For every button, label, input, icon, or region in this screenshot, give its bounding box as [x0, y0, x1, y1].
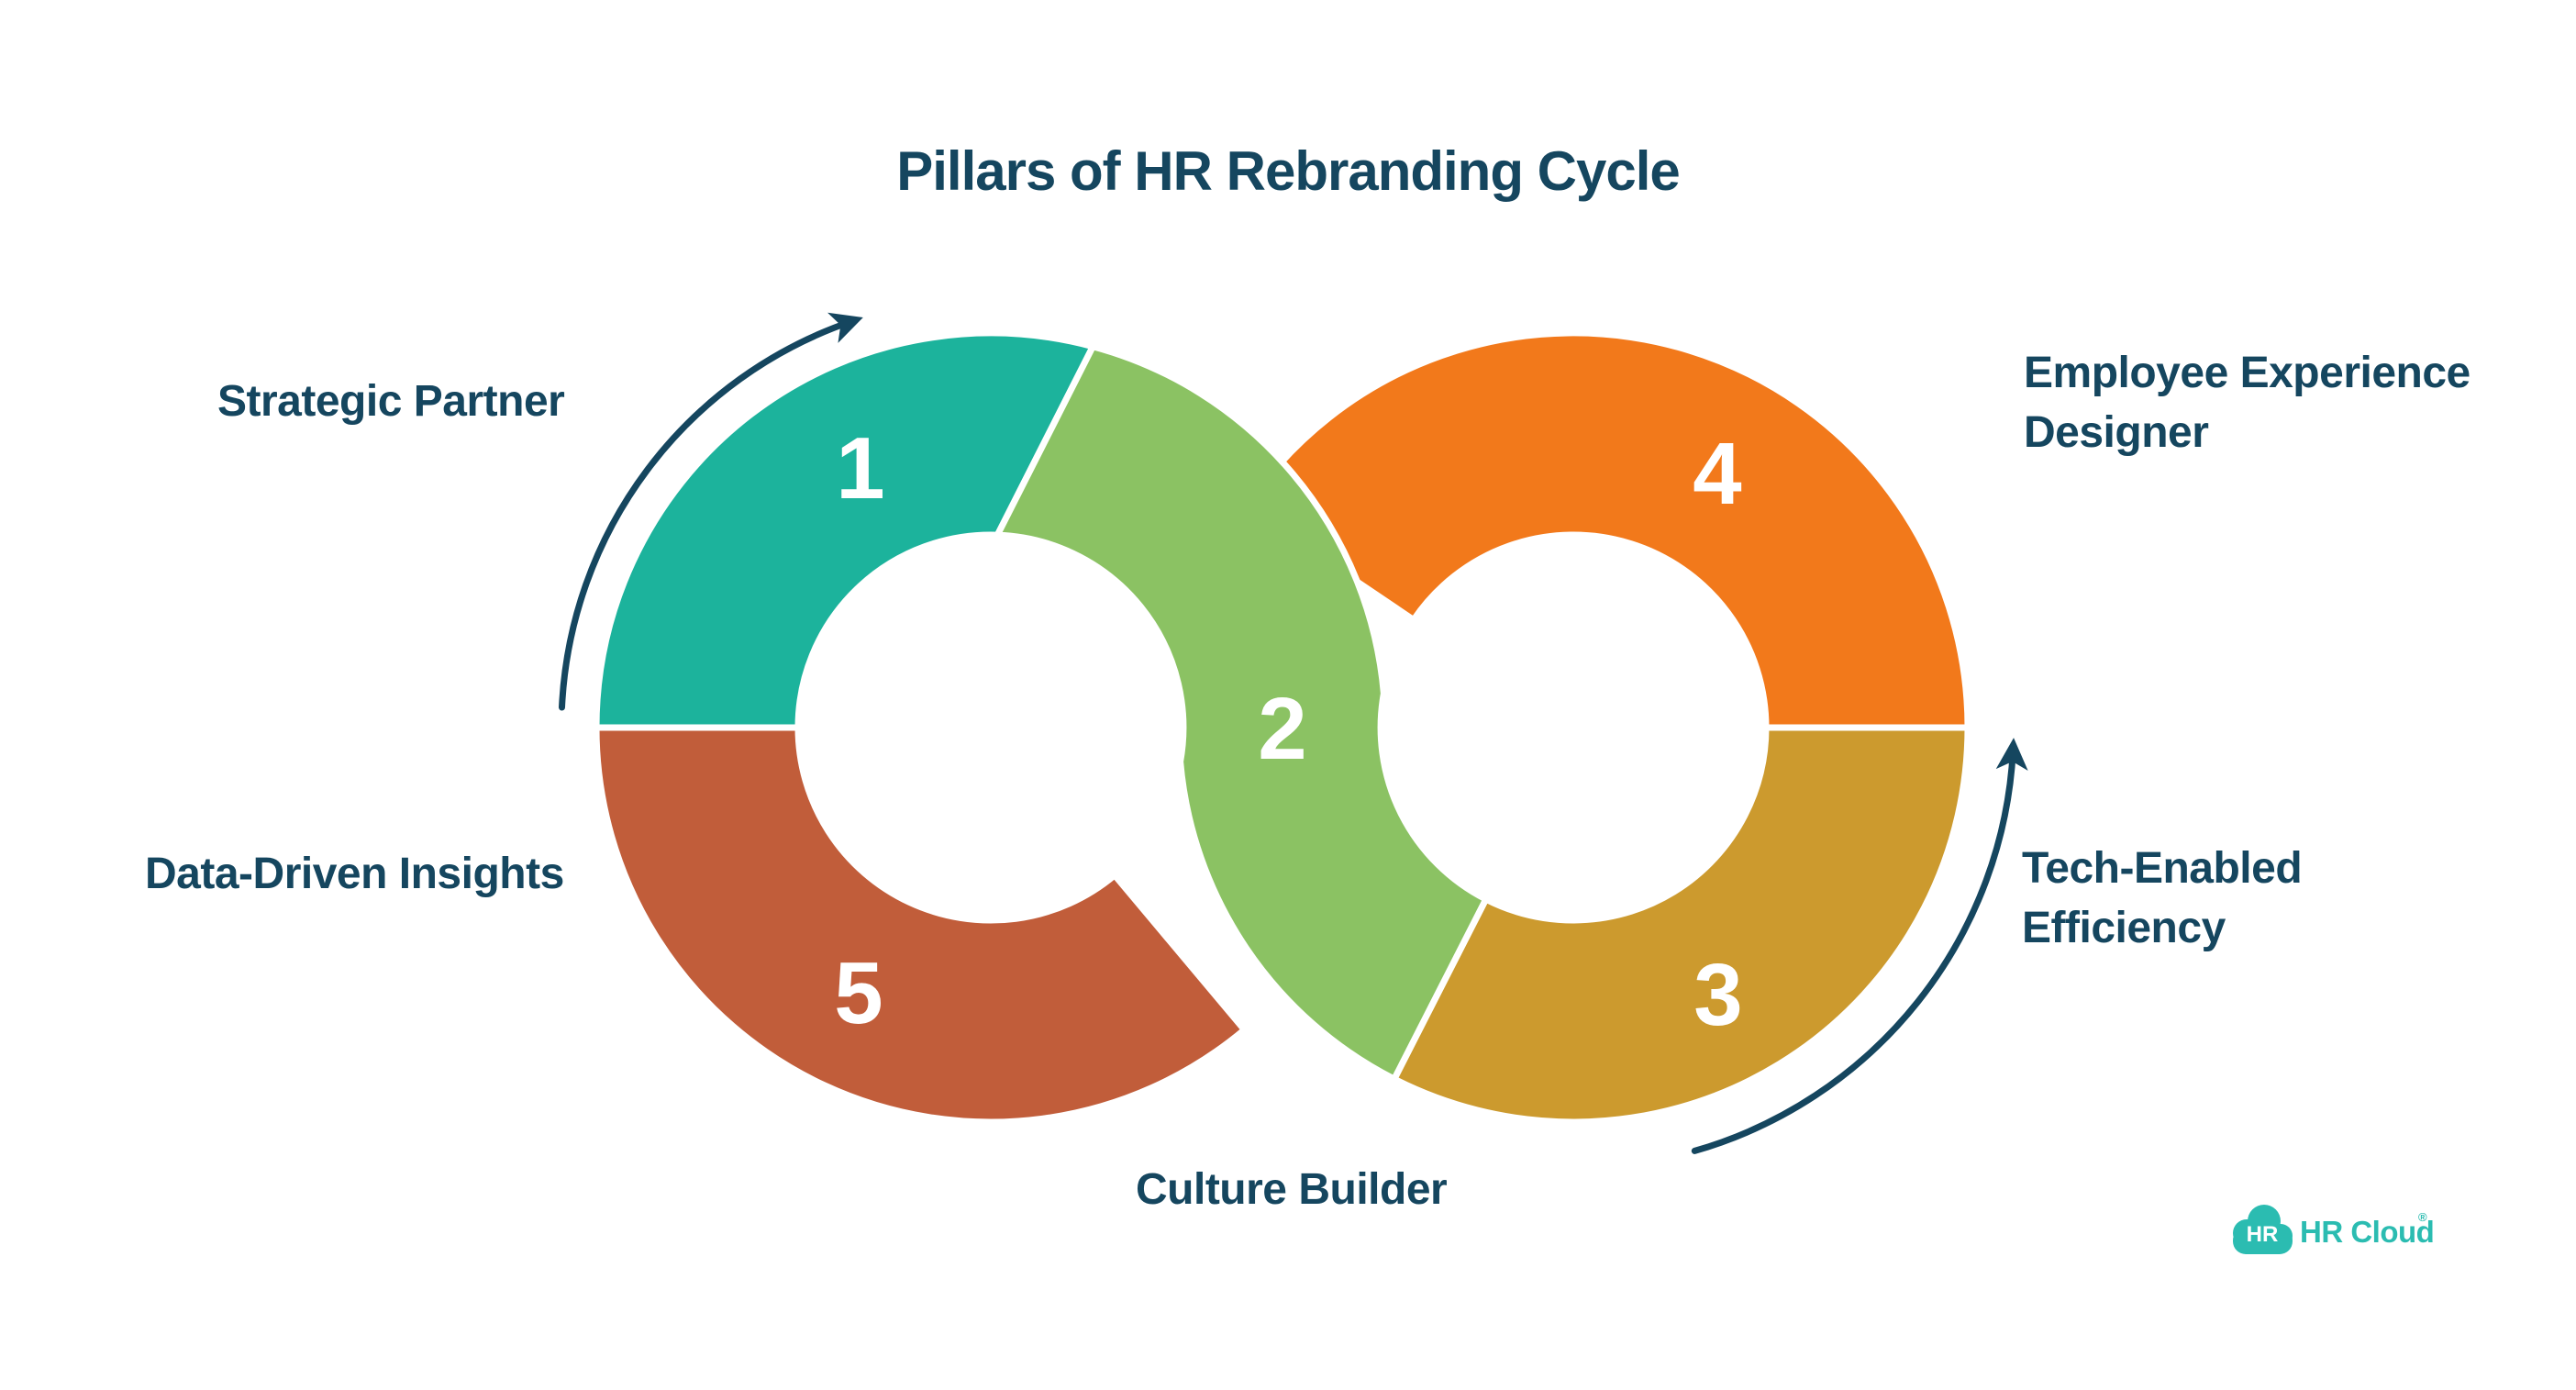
segment-1-strategic-partner	[593, 329, 1096, 731]
logo-registered-mark: ®	[2418, 1210, 2427, 1224]
logo-brand-text: HR Cloud	[2300, 1215, 2434, 1249]
segment-labels: Strategic Partner Data-Driven Insights C…	[145, 349, 2471, 1214]
segment-number-5: 5	[834, 944, 883, 1042]
infinity-loop	[593, 329, 1971, 1126]
segment-3-tech-enabled-efficiency	[1391, 724, 1971, 1126]
segment-number-3: 3	[1693, 946, 1742, 1044]
label-strategic-partner: Strategic Partner	[217, 377, 564, 426]
label-tech-enabled-line1: Tech-Enabled	[2022, 844, 2302, 893]
label-employee-experience-line1: Employee Experience	[2024, 349, 2471, 397]
segment-number-2: 2	[1258, 680, 1306, 778]
page-title: Pillars of HR Rebranding Cycle	[896, 140, 1680, 202]
segment-5-data-driven-insights	[593, 724, 1248, 1126]
segment-4-employee-experience-designer	[1243, 329, 1971, 731]
flow-arrow-left-icon	[559, 312, 863, 711]
hr-cloud-logo: HR HR Cloud ®	[2233, 1205, 2435, 1254]
label-employee-experience-line2: Designer	[2024, 408, 2208, 457]
segment-numbers: 1 2 3 4 5	[834, 419, 1742, 1044]
label-culture-builder: Culture Builder	[1136, 1165, 1447, 1214]
label-tech-enabled-line2: Efficiency	[2022, 904, 2226, 952]
segment-number-4: 4	[1693, 425, 1741, 523]
segment-number-1: 1	[836, 419, 884, 517]
logo-badge-text: HR	[2247, 1222, 2279, 1247]
flow-arrows	[559, 312, 2028, 1154]
flow-arrow-right-icon	[1691, 738, 2028, 1154]
cloud-icon	[2233, 1205, 2293, 1254]
segment-2-culture-builder	[994, 343, 1490, 1083]
label-data-driven-insights: Data-Driven Insights	[145, 850, 564, 898]
